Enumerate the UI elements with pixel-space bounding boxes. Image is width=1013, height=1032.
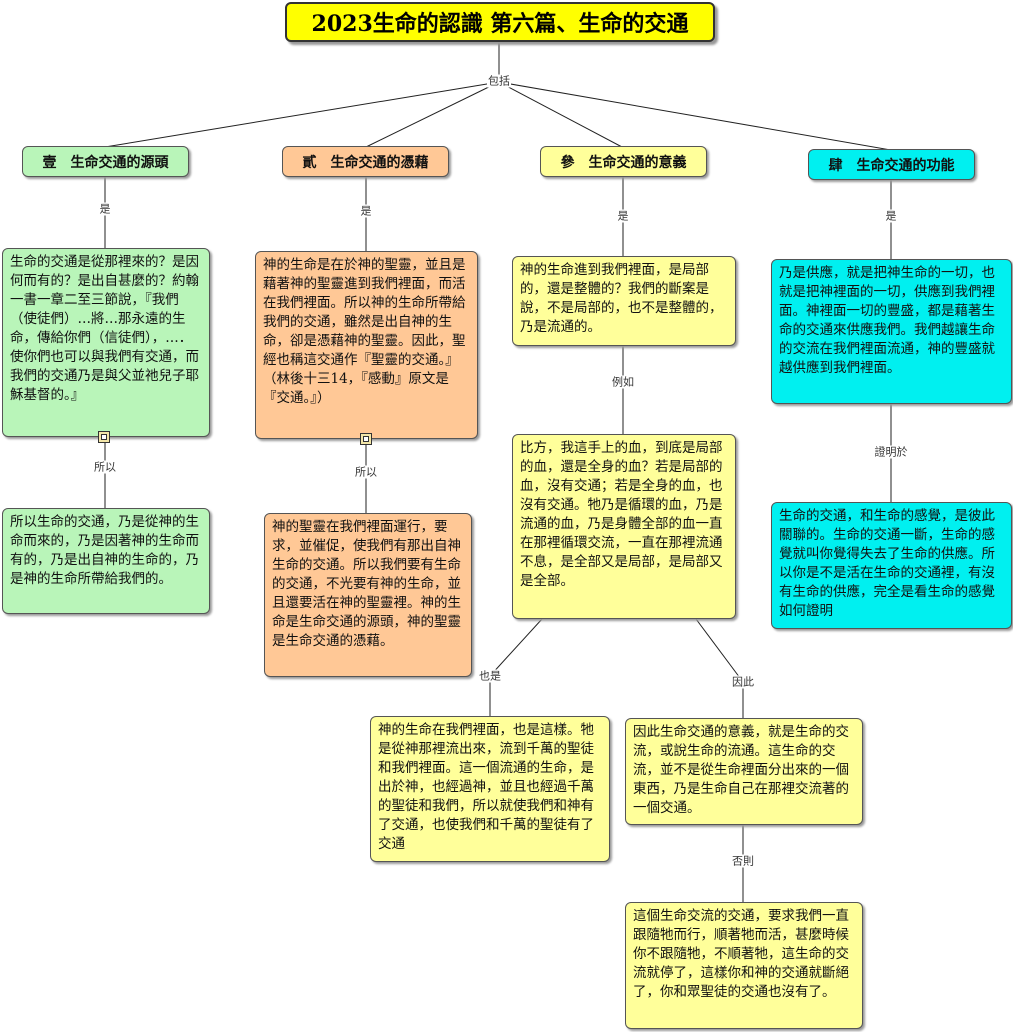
node-meaning-otherwise: 這個生命交流的交通，要求我們一直跟隨牠而行，順著牠而活，甚麼時候你不跟隨牠，不順… <box>625 902 863 1029</box>
link-label-otherwise: 否則 <box>731 854 755 868</box>
node-meaning-example: 比方，我這手上的血，到底是局部的血，還是全身的血？若是局部的血，沒有交通；若是全… <box>512 434 736 619</box>
link-label-proves: 證明於 <box>873 445 909 459</box>
diagram-title: 2023生命的認識 第六篇、生命的交通 <box>285 2 715 42</box>
node-medium-conclusion: 神的聖靈在我們裡面運行，要求，並催促，使我們有那出自神生命的交通。所以我們要有生… <box>264 513 472 677</box>
link-label-is: 是 <box>359 204 373 218</box>
link-label-is: 是 <box>98 202 112 216</box>
link-label-hence: 因此 <box>731 675 755 689</box>
node-medium-text: 神的生命是在於神的聖靈，並且是藉著神的聖靈進到我們裡面，而活在我們裡面。所以神的… <box>255 251 478 439</box>
section-header-meaning: 參 生命交通的意義 <box>540 146 707 177</box>
node-meaning-text: 神的生命進到我們裡面，是局部的，還是整體的？我們的斷案是說，不是局部的，也不是整… <box>512 256 736 346</box>
link-label-also: 也是 <box>478 669 502 683</box>
link-label-includes: 包括 <box>487 74 511 88</box>
node-function-text: 乃是供應，就是把神生命的一切，也就是把神裡面的一切，供應到我們裡面。神裡面一切的… <box>771 259 1012 404</box>
link-label-therefore: 所以 <box>354 465 378 479</box>
node-meaning-therefore: 因此生命交通的意義，就是生命的交流，或說生命的流通。這生命的交流，並不是從生命裡… <box>625 718 863 825</box>
node-meaning-also: 神的生命在我們裡面，也是這樣。牠是從神那裡流出來，流到千萬的聖徒和我們裡面。這一… <box>370 716 610 862</box>
note-icon <box>360 433 372 445</box>
section-header-function: 肆 生命交通的功能 <box>808 149 975 180</box>
note-icon <box>98 431 110 443</box>
link-label-for-example: 例如 <box>611 375 635 389</box>
section-header-medium: 貳 生命交通的憑藉 <box>282 146 449 177</box>
node-function-proof: 生命的交通，和生命的感覺，是彼此關聯的。生命的交通一斷，生命的感覺就叫你覺得失去… <box>771 502 1012 629</box>
node-source-conclusion: 所以生命的交通，乃是從神的生命而來的，乃是因著神的生命而有的，乃是出自神的生命的… <box>2 508 210 614</box>
link-label-is: 是 <box>616 209 630 223</box>
section-header-source: 壹 生命交通的源頭 <box>22 146 189 177</box>
link-label-is: 是 <box>884 209 898 223</box>
link-label-therefore: 所以 <box>93 460 117 474</box>
node-source-text: 生命的交通是從那裡來的？是因何而有的？是出自甚麼的？約翰一書一章二至三節說，『我… <box>2 248 210 437</box>
